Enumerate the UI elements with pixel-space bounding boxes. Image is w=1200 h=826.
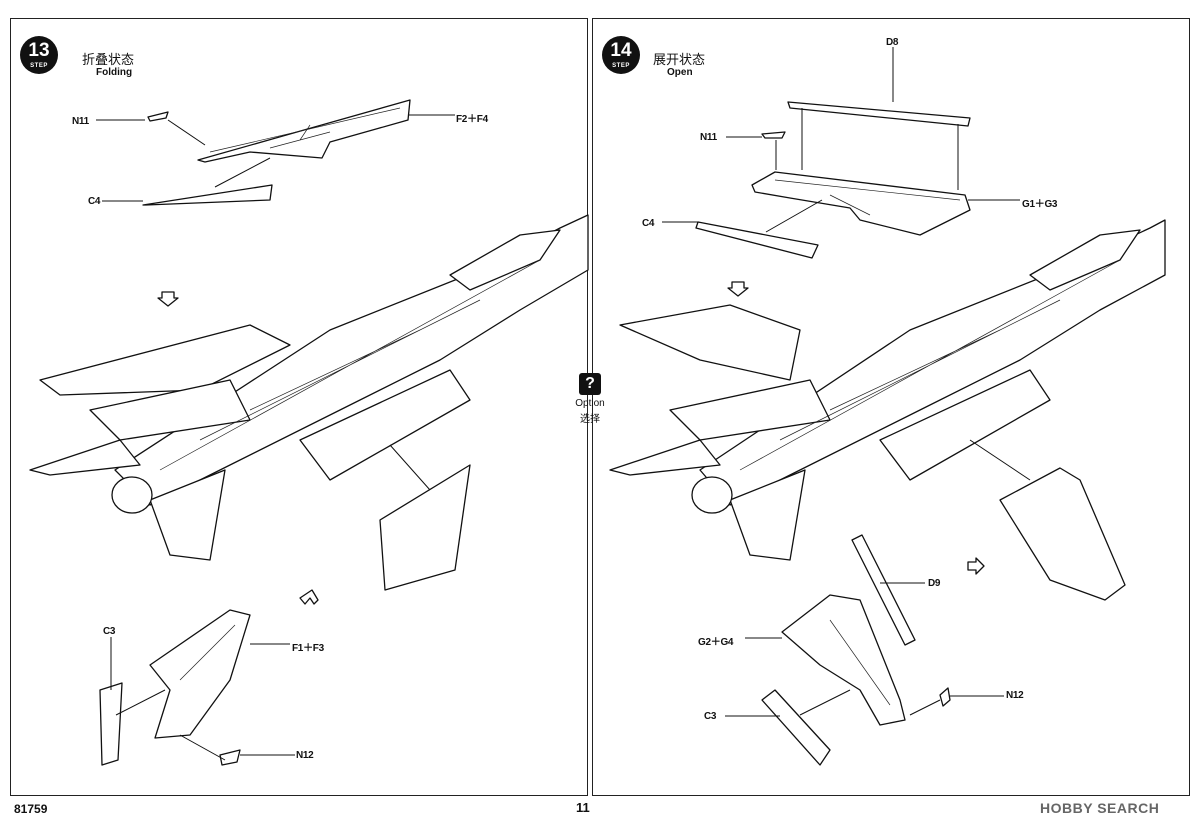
- part-label-n11-left: N11: [72, 116, 89, 127]
- page-number: 11: [576, 800, 590, 815]
- kit-code: 81759: [14, 802, 48, 816]
- part-n12-left: [219, 749, 241, 766]
- option-label-en: Option: [575, 398, 605, 409]
- part-label-c3-right: C3: [704, 711, 717, 722]
- part-label-n12-left: N12: [296, 750, 314, 761]
- part-label-n12-right: N12: [1006, 690, 1024, 701]
- step-13-title-en: Folding: [96, 67, 133, 78]
- part-n11-left: [147, 111, 169, 122]
- option-label-zh: 选择: [580, 414, 600, 425]
- part-c4-left: [142, 184, 273, 206]
- watermark: HOBBY SEARCH: [1040, 800, 1160, 816]
- step-14-panel: [592, 18, 1190, 796]
- aircraft-body-left: [29, 214, 589, 561]
- part-label-d9: D9: [928, 578, 941, 589]
- step-14-badge-label: STEP: [612, 63, 630, 69]
- step-14-number: 14: [610, 40, 632, 61]
- folded-wing-upper-f2f4: [197, 99, 411, 163]
- part-label-c4-right: C4: [642, 218, 655, 229]
- part-label-n11-right: N11: [700, 132, 717, 143]
- step-13-badge-label: STEP: [30, 63, 48, 69]
- part-c3-left: [99, 682, 123, 766]
- part-label-d8: D8: [886, 37, 899, 48]
- arrow-up-left: [299, 589, 319, 605]
- part-d9: [851, 534, 916, 646]
- step-14-badge: 14 STEP: [602, 36, 640, 74]
- part-c3-right: [761, 689, 831, 766]
- outer-wing-f1f3-folded: [379, 464, 471, 591]
- arrow-down-left: [157, 291, 179, 307]
- part-label-c4-left: C4: [88, 196, 101, 207]
- part-label-g1g3: G1＋G3: [1022, 199, 1058, 210]
- arrow-down-right: [727, 281, 749, 297]
- step-13-number: 13: [28, 40, 50, 61]
- step-13-title-zh: 折叠状态: [82, 53, 135, 68]
- part-n12-right: [939, 687, 951, 707]
- part-label-f1f3: F1＋F3: [292, 643, 324, 654]
- part-g2g4: [781, 594, 906, 726]
- part-label-f2f4: F2＋F4: [456, 114, 488, 125]
- option-icon: ?: [579, 373, 601, 395]
- part-n11-right: [761, 131, 786, 139]
- part-c4-right: [695, 221, 819, 259]
- step-14-title-en: Open: [667, 67, 693, 78]
- part-g1g3: [751, 171, 971, 236]
- part-label-c3-left: C3: [103, 626, 116, 637]
- aircraft-body-right: [609, 219, 1166, 561]
- part-label-g2g4: G2＋G4: [698, 637, 734, 648]
- part-f1f3-left: [149, 609, 251, 739]
- step-13-badge: 13 STEP: [20, 36, 58, 74]
- part-d8: [787, 101, 971, 127]
- step-13-panel: [10, 18, 588, 796]
- step-14-title-zh: 展开状态: [653, 53, 706, 68]
- outer-wing-open: [999, 467, 1126, 601]
- arrow-right: [967, 557, 985, 575]
